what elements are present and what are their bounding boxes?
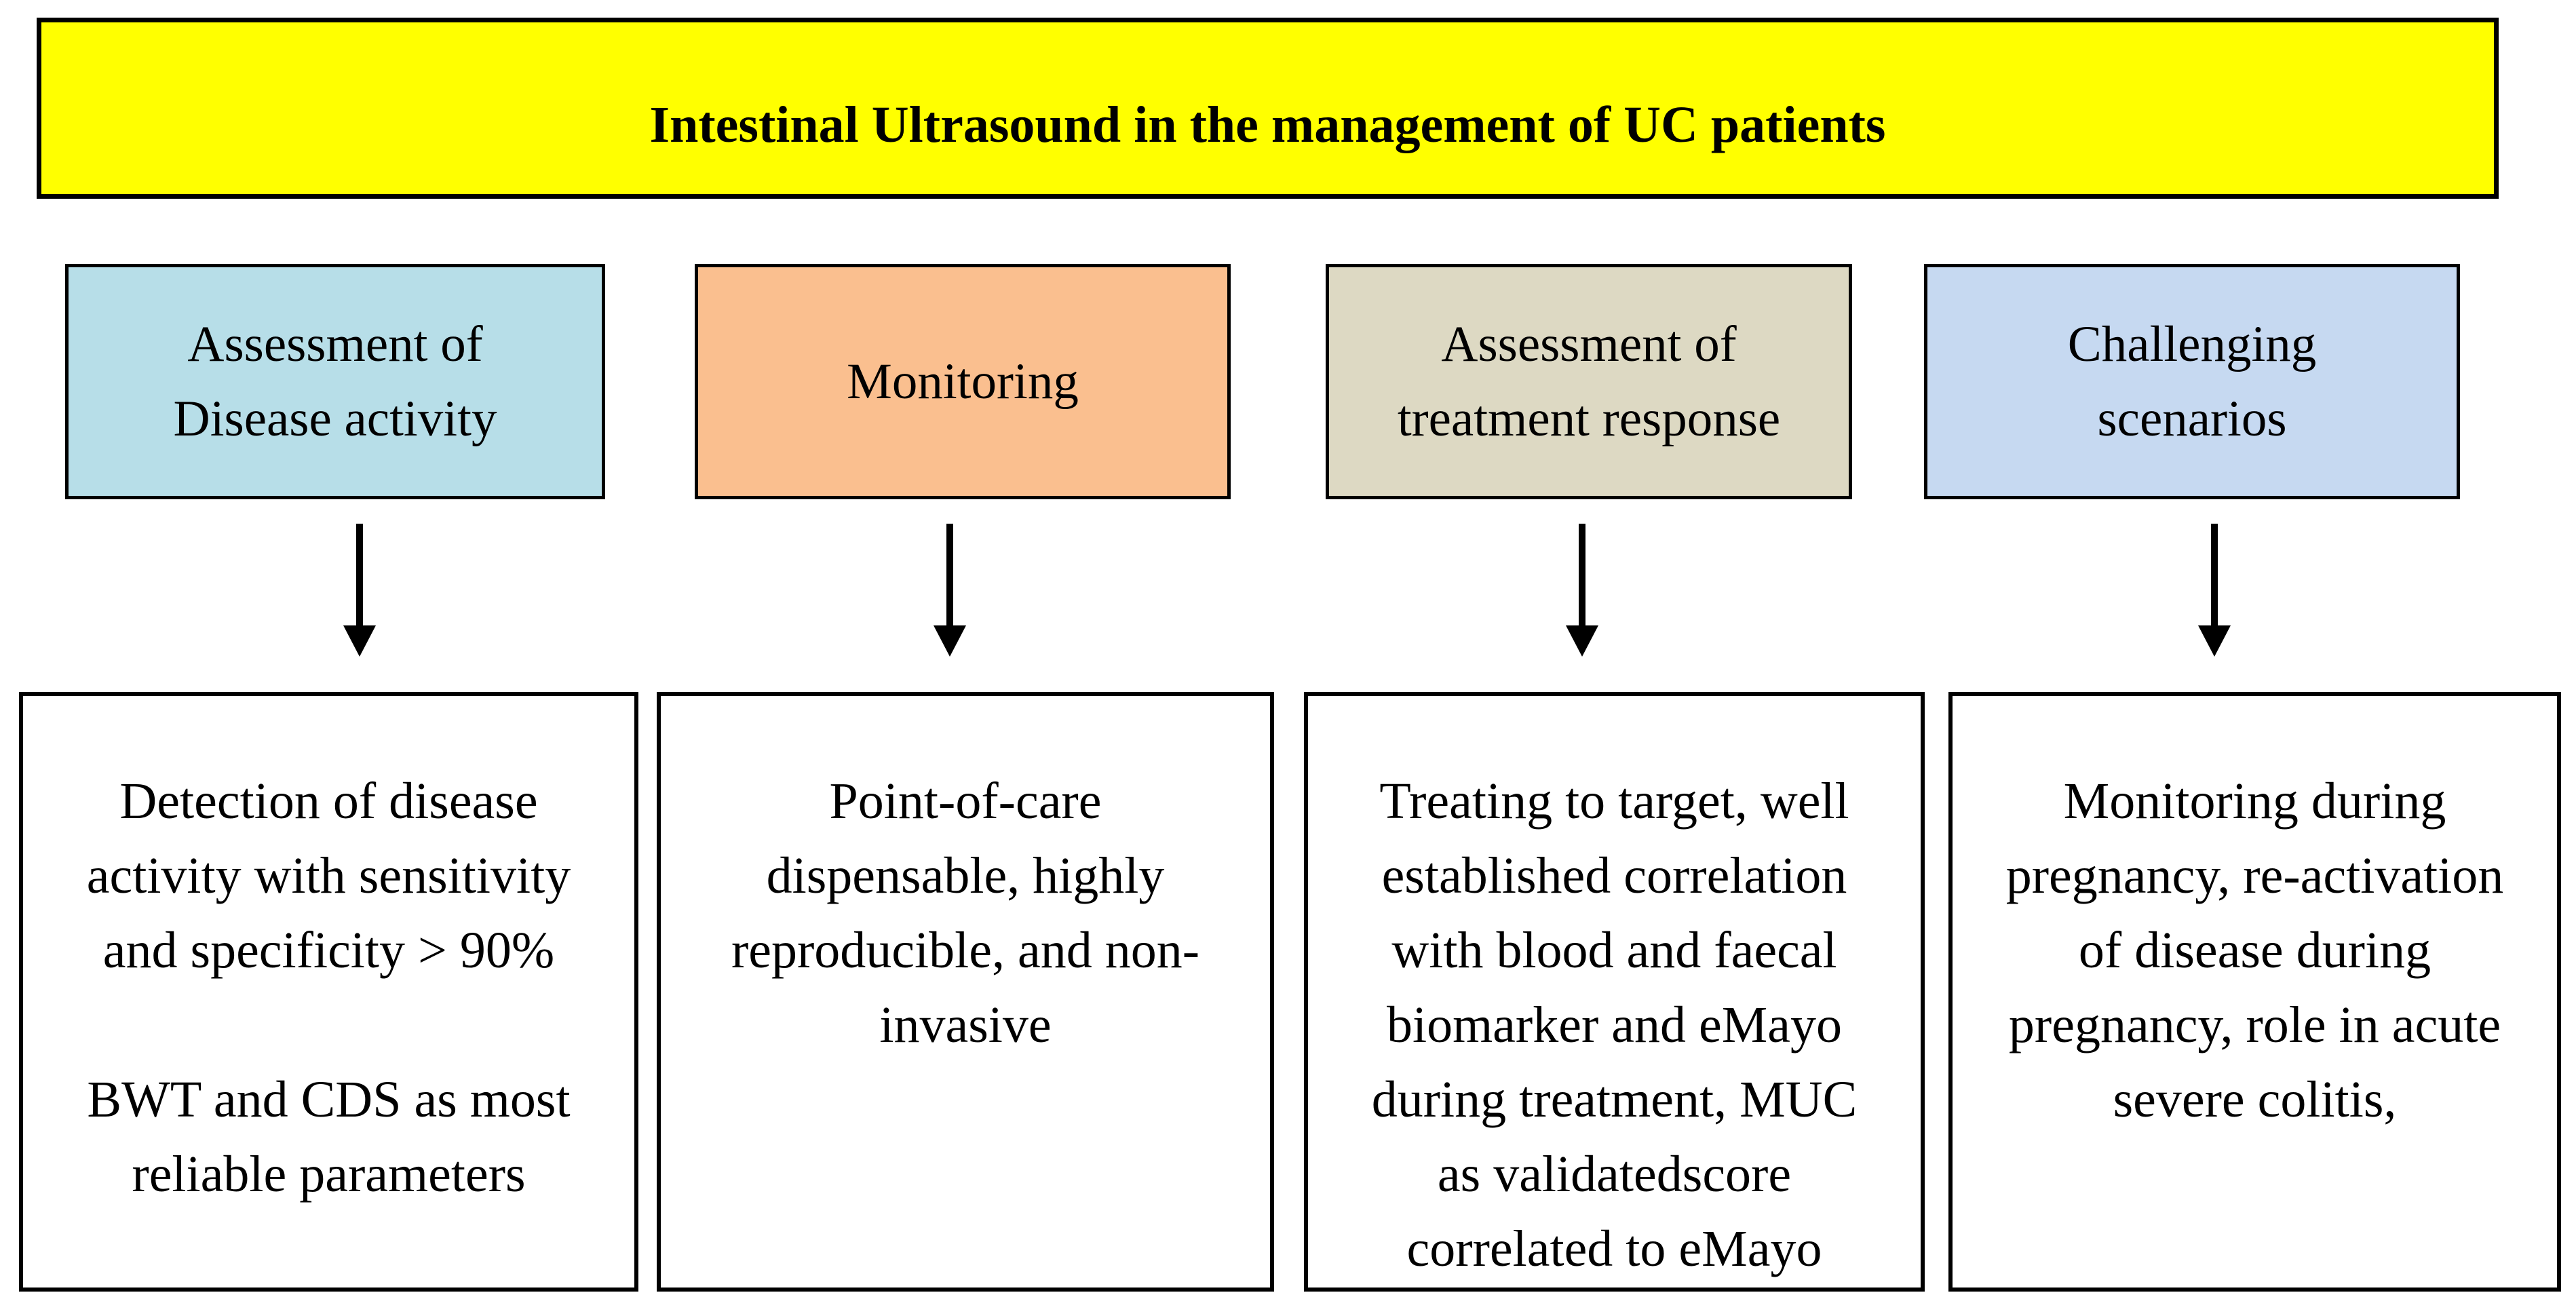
arrow-head-icon — [343, 625, 376, 657]
text-line: with blood and faecal — [1391, 922, 1837, 979]
text-line — [23, 988, 634, 1062]
text-line: biomarker and eMayo — [1386, 996, 1843, 1053]
text-line: invasive — [879, 996, 1052, 1053]
category-box-treatment-response: Assessment of treatment response — [1326, 264, 1852, 499]
text-line: Challenging — [2067, 315, 2317, 372]
text-line: reliable parameters — [132, 1146, 526, 1203]
text-line: treatment response — [1397, 390, 1781, 447]
category-box-challenging-scenarios: Challenging scenarios — [1924, 264, 2460, 499]
detail-box-monitoring: Point-of-care dispensable, highly reproduc… — [657, 692, 1274, 1292]
arrow-head-icon — [2198, 625, 2231, 657]
arrow-head-icon — [934, 625, 966, 657]
text-line: activity with sensitivity — [86, 847, 571, 904]
figure-title: Intestinal Ultrasound in the management … — [649, 96, 1886, 153]
text-line: of disease during — [2078, 922, 2431, 979]
text-line: severe colitis, — [2113, 1071, 2397, 1128]
arrow-shaft — [946, 524, 953, 625]
detail-text-treatment-response: Treating to target, well established corr… — [1308, 764, 1921, 1286]
text-line: Monitoring — [847, 353, 1079, 410]
text-line: BWT and CDS as most — [87, 1071, 571, 1128]
category-box-monitoring: Monitoring — [695, 264, 1231, 499]
text-line: Assessment of — [187, 315, 483, 372]
text-line: Monitoring during — [2063, 773, 2446, 830]
category-label-treatment-response: Assessment of treatment response — [1398, 307, 1780, 457]
detail-text-challenging-scenarios: Monitoring during pregnancy, re-activatio… — [1953, 764, 2557, 1137]
text-line: during treatment, MUC — [1371, 1071, 1858, 1128]
down-arrow-treatment-response — [1566, 524, 1598, 657]
title-banner: Intestinal Ultrasound in the management … — [37, 18, 2499, 199]
category-label-challenging-scenarios: Challenging scenarios — [2068, 307, 2317, 457]
text-line: and specificity > 90% — [102, 922, 555, 979]
down-arrow-challenging-scenarios — [2198, 524, 2231, 657]
category-label-monitoring: Monitoring — [847, 345, 1079, 419]
detail-box-treatment-response: Treating to target, well established corr… — [1304, 692, 1925, 1292]
arrow-shaft — [356, 524, 363, 625]
arrow-shaft — [1579, 524, 1585, 625]
text-line: correlated to eMayo — [1406, 1220, 1822, 1277]
text-line: scenarios — [2097, 390, 2287, 447]
down-arrow-monitoring — [934, 524, 966, 657]
text-line: Disease activity — [173, 390, 497, 447]
down-arrow-disease-activity — [343, 524, 376, 657]
text-line: Treating to target, well — [1379, 773, 1849, 830]
text-line: as validatedscore — [1437, 1146, 1792, 1203]
text-line: Assessment of — [1441, 315, 1737, 372]
text-line: Detection of disease — [119, 773, 538, 830]
arrow-head-icon — [1566, 625, 1598, 657]
text-line: pregnancy, role in acute — [2008, 996, 2501, 1053]
category-label-disease-activity: Assessment of Disease activity — [174, 307, 497, 457]
text-line: Point-of-care — [829, 773, 1102, 830]
detail-box-disease-activity: Detection of disease activity with sensit… — [19, 692, 638, 1292]
detail-box-challenging-scenarios: Monitoring during pregnancy, re-activatio… — [1948, 692, 2561, 1292]
text-line: dispensable, highly — [766, 847, 1165, 904]
category-box-disease-activity: Assessment of Disease activity — [65, 264, 605, 499]
text-line: established correlation — [1381, 847, 1847, 904]
arrow-shaft — [2211, 524, 2218, 625]
detail-text-monitoring: Point-of-care dispensable, highly reproduc… — [661, 764, 1270, 1062]
text-line: pregnancy, re-activation — [2005, 847, 2504, 904]
text-line: reproducible, and non- — [731, 922, 1200, 979]
detail-text-disease-activity: Detection of disease activity with sensit… — [23, 764, 634, 1212]
